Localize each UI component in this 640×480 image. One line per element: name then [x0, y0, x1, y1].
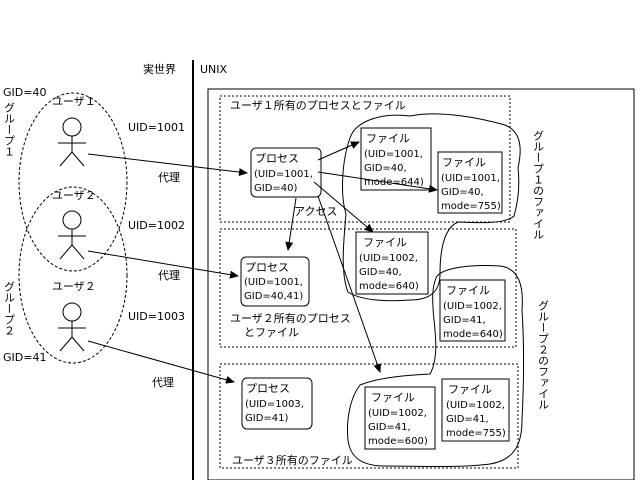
file-5-gid: GID=41,	[368, 422, 411, 433]
unix-label: UNIX	[200, 63, 228, 76]
group2-name: グループ２	[3, 281, 16, 336]
file-5-uid: (UID=1002,	[368, 408, 427, 419]
file-5: ファイル (UID=1002, GID=41, mode=600)	[364, 386, 436, 450]
process-3-uid: (UID=1003,	[245, 399, 304, 410]
file-1-title: ファイル	[366, 132, 410, 145]
file-1-uid: (UID=1001,	[364, 149, 423, 160]
user3-proxy-label: 代理	[152, 376, 174, 389]
group1-files-blob	[342, 113, 521, 302]
access-arrow-to-process-2	[285, 197, 297, 251]
file-1-mode: mode=644)	[364, 177, 424, 188]
user1-proxy-arrow	[87, 153, 248, 177]
process-1-uid: (UID=1001,	[254, 169, 313, 180]
process-1: プロセス (UID=1001, GID=40)	[250, 147, 322, 198]
user3-figure-icon	[58, 302, 86, 352]
group1-ellipse	[18, 92, 128, 272]
user2-uid: UID=1002	[128, 219, 185, 232]
access-arrow-to-file-2	[317, 171, 438, 193]
file-6-title: ファイル	[448, 383, 492, 396]
user2-area-label-line1: ユーザ２所有のプロセス	[230, 311, 351, 325]
file-1-gid: GID=40,	[364, 163, 407, 174]
user2-proxy-arrow	[87, 250, 239, 279]
group1-name: グループ１	[3, 102, 16, 157]
group2-gid: GID=41	[3, 351, 46, 364]
file-4-gid: GID=41,	[443, 315, 486, 326]
process-3-gid: GID=41)	[245, 413, 289, 424]
user1-uid: UID=1001	[128, 121, 185, 134]
process-1-gid: GID=40)	[254, 183, 298, 194]
user2-proxy-label: 代理	[158, 269, 180, 282]
group2-ellipse	[18, 186, 128, 364]
file-2-mode: mode=755)	[441, 201, 501, 212]
group2-files-label: グループ２のファイル	[537, 300, 550, 410]
user1-name: ユーザ１	[52, 95, 96, 108]
process-2: プロセス (UID=1001, GID=40,41)	[240, 256, 310, 307]
access-arrow-to-file-5	[317, 195, 382, 373]
group1-gid: GID=40	[3, 86, 46, 99]
access-arrow-to-file-3	[313, 181, 374, 233]
process-2-gid: GID=40,41)	[244, 291, 303, 302]
file-3-gid: GID=40,	[359, 267, 402, 278]
file-3: ファイル (UID=1002, GID=40, mode=640)	[355, 231, 429, 295]
file-6-uid: (UID=1002,	[446, 400, 505, 411]
process-3-title: プロセス	[246, 382, 290, 395]
file-3-uid: (UID=1002,	[359, 253, 418, 264]
user1-area-label: ユーザ１所有のプロセスとファイル	[230, 98, 406, 112]
file-4-title: ファイル	[446, 284, 490, 297]
file-6-gid: GID=41,	[446, 414, 489, 425]
process-3: プロセス (UID=1003, GID=41)	[241, 377, 313, 430]
user1-proxy-label: 代理	[158, 171, 180, 184]
file-2: ファイル (UID=1001, GID=40, mode=755)	[437, 151, 503, 214]
user1-figure-icon	[58, 117, 86, 167]
file-2-gid: GID=40,	[441, 187, 484, 198]
user3-area	[219, 363, 519, 469]
file-6-mode: mode=755)	[446, 428, 506, 439]
user3-name: ユーザ２	[52, 280, 96, 293]
access-arrow-to-file-1	[317, 141, 360, 161]
file-4-mode: mode=640)	[443, 329, 503, 340]
user3-area-label: ユーザ３所有のファイル	[232, 453, 353, 467]
real-world-label: 実世界	[143, 62, 176, 76]
user2-name: ユーザ２	[52, 189, 96, 202]
unix-system-box	[207, 88, 635, 480]
file-4: ファイル (UID=1002, GID=41, mode=640)	[439, 279, 506, 342]
file-1: ファイル (UID=1001, GID=40, mode=644)	[360, 127, 432, 191]
file-6: ファイル (UID=1002, GID=41, mode=755)	[441, 378, 510, 442]
group2-files-blob	[347, 265, 524, 467]
user3-uid: UID=1003	[128, 310, 185, 323]
process-1-title: プロセス	[255, 152, 299, 165]
user2-figure-icon	[58, 210, 86, 260]
access-label: アクセス	[294, 205, 337, 218]
group1-files-label: グループ１のファイル	[532, 130, 545, 240]
file-5-title: ファイル	[371, 391, 415, 404]
user3-proxy-arrow	[87, 340, 235, 384]
file-5-mode: mode=600)	[368, 436, 428, 447]
user2-area-label-line2: とファイル	[244, 326, 299, 339]
user1-area	[219, 95, 511, 223]
file-3-title: ファイル	[363, 236, 407, 249]
file-4-uid: (UID=1002,	[443, 301, 502, 312]
file-2-uid: (UID=1001,	[441, 173, 500, 184]
process-2-uid: (UID=1001,	[244, 277, 303, 288]
process-2-title: プロセス	[245, 261, 289, 274]
file-2-title: ファイル	[442, 156, 486, 169]
file-3-mode: mode=640)	[359, 281, 419, 292]
